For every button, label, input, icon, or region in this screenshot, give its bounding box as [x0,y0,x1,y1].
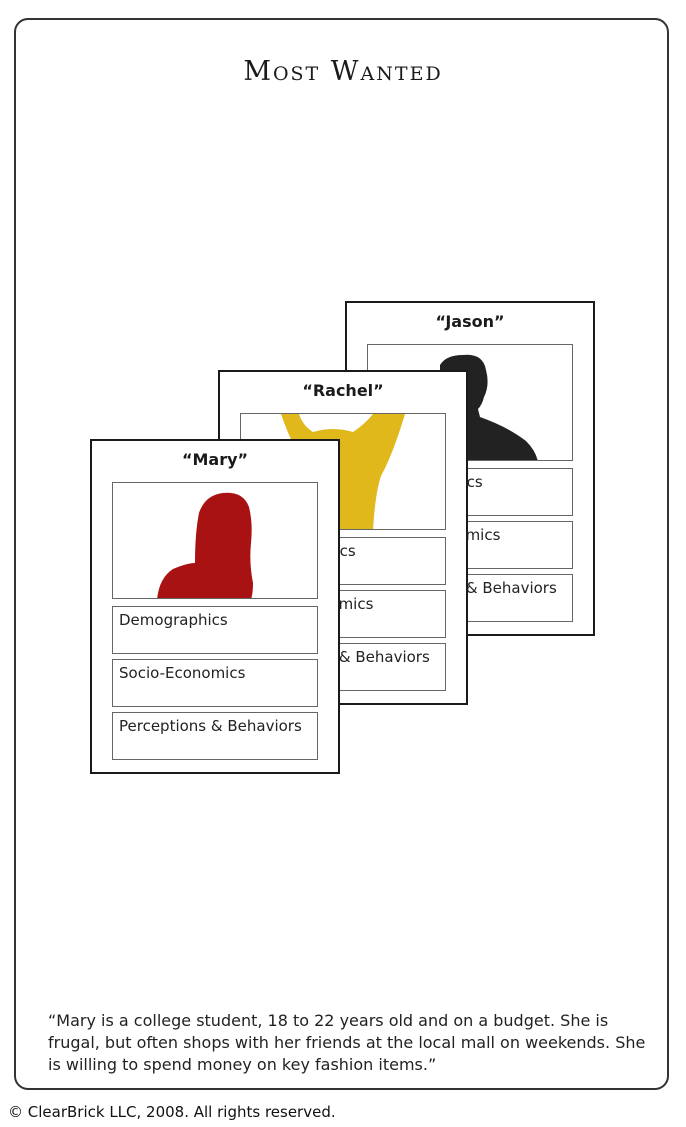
page-title: Most Wanted [243,56,443,87]
field-demographics: Demographics [112,606,318,654]
persona-name: “Mary” [181,450,249,469]
persona-name: “Rachel” [302,381,384,400]
persona-photo [112,482,318,599]
persona-card-mary: “Mary” Demographics Socio-Economics Perc… [90,439,340,774]
persona-quote: “Mary is a college student, 18 to 22 yea… [48,1011,646,1074]
persona-name: “Jason” [435,312,505,331]
field-perceptions-behaviors: Perceptions & Behaviors [112,712,318,760]
field-socio-economics: Socio-Economics [112,659,318,707]
mary-silhouette [157,492,253,598]
silhouette-icon [157,492,253,598]
copyright-notice: © ClearBrick LLC, 2008. All rights reser… [8,1103,336,1121]
